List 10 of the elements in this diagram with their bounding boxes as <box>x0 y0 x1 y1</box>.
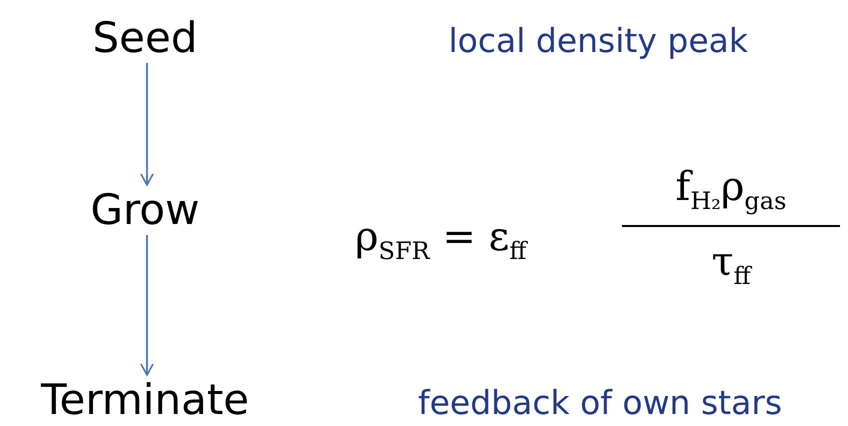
arrow <box>140 63 154 186</box>
step-label: Seed <box>92 17 198 59</box>
step-label: Terminate <box>41 379 250 421</box>
arrow <box>140 235 154 376</box>
note-text: feedback of own stars <box>418 386 782 418</box>
note-text: local density peak <box>448 24 748 56</box>
step-label: Grow <box>90 189 200 231</box>
formula-numerator: f$_{H₂}$ρ$_{gas}$ <box>676 167 786 213</box>
formula-text: ρ$_{SFR}$ = ε$_{ff}$ <box>355 217 526 263</box>
formula-denominator: τ$_{ff}$ <box>712 242 751 288</box>
